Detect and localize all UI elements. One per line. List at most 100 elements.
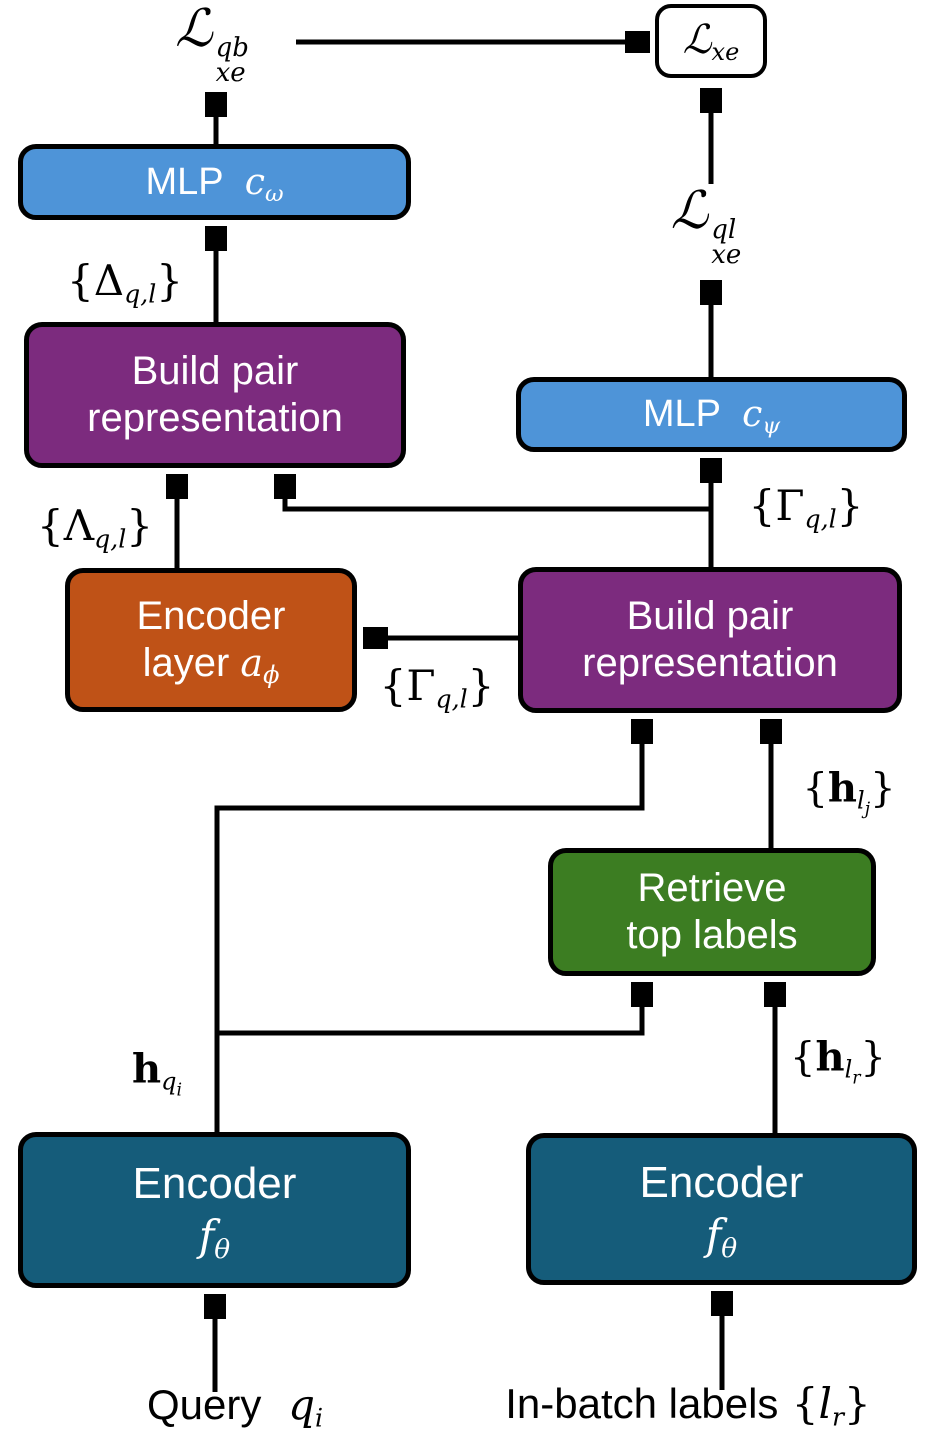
query-input-label: Query qi	[146, 1381, 323, 1431]
r-subsub: r	[852, 1068, 861, 1089]
open-brace: {	[802, 765, 828, 812]
loss-qb-sub: xe	[215, 57, 246, 88]
open-brace: {	[748, 481, 776, 530]
pair-bottom-line2: representation	[582, 641, 838, 685]
pair-bottom-box: Build pair representation	[518, 567, 902, 713]
open-brace: {	[791, 1379, 819, 1428]
retrieve-line2: top labels	[626, 913, 798, 957]
pair-bottom-line1: Build pair	[626, 593, 794, 638]
pair-top-box: Build pair representation	[24, 322, 406, 468]
loss-xe-text: ℒxe	[683, 17, 740, 64]
close-brace: }	[860, 1034, 886, 1081]
h-vector: h	[132, 1045, 162, 1093]
omega-sub: ω	[264, 180, 284, 207]
mlp-omega-box: MLP cω	[18, 144, 411, 220]
encoder-layer-box: Encoder layer aϕ	[65, 568, 357, 712]
lambda-sub: q,l	[94, 524, 127, 554]
l-sub: l	[857, 786, 865, 815]
gamma-set-left-label: {Γq,l}	[380, 665, 495, 712]
arrow-encquery-to-pairbottom	[214, 723, 642, 1132]
gamma-symbol: Γ	[406, 661, 436, 710]
h-qi-label: hqi	[132, 1049, 182, 1099]
query-text: Query	[146, 1381, 262, 1428]
h-lj-label: {hlj}	[802, 765, 896, 818]
delta-set-label: {Δq,l}	[67, 260, 183, 307]
i-subsub: i	[176, 1080, 182, 1101]
close-brace: }	[844, 1379, 871, 1428]
phi-sub: ϕ	[263, 661, 280, 690]
lambda-symbol: Λ	[63, 501, 95, 550]
open-brace: {	[379, 661, 407, 710]
script-L: ℒ	[670, 180, 709, 241]
c-var: c	[244, 160, 265, 203]
h-lr-sub: lr	[844, 1055, 861, 1088]
h-lr-label: {hlr}	[790, 1034, 886, 1087]
loss-ql-sup: ql	[711, 214, 737, 245]
retrieve-box: Retrieve top labels	[548, 848, 876, 976]
h-vector: h	[827, 764, 858, 812]
delta-sub: q,l	[124, 279, 157, 309]
retrieve-line1: Retrieve	[637, 865, 787, 910]
gamma-set-right-label: {Γq,l}	[749, 485, 864, 532]
theta-sub: θ	[214, 1233, 231, 1265]
pair-top-line2: representation	[87, 396, 343, 440]
gamma-symbol: Γ	[775, 481, 805, 530]
encoder-layer-line1: Encoder	[136, 593, 286, 638]
open-brace: {	[37, 501, 64, 550]
mlp-omega-text: MLP cω	[145, 160, 283, 205]
pair-top-line1: Build pair	[131, 348, 299, 393]
c-var: c	[742, 393, 763, 436]
close-brace: }	[126, 501, 153, 550]
f-var: f	[198, 1211, 215, 1260]
loss-xe-box: ℒxe	[655, 4, 767, 78]
gamma-sub: q,l	[435, 684, 468, 714]
layer-label: layer	[142, 641, 230, 685]
lambda-set-label: {Λq,l}	[37, 505, 153, 552]
mlp-label: MLP	[145, 160, 224, 203]
encoder-labels-line2: fθ	[705, 1209, 738, 1264]
h-qi-sub: qi	[161, 1067, 182, 1100]
encoder-query-line1: Encoder	[132, 1159, 297, 1209]
close-brace: }	[836, 481, 864, 530]
l-sub: l	[844, 1055, 853, 1084]
mlp-label: MLP	[642, 393, 721, 436]
close-brace: }	[156, 256, 183, 305]
loss-ql-sub: xe	[711, 239, 742, 270]
encoder-query-box: Encoder fθ	[18, 1132, 411, 1288]
i-sub: i	[314, 1403, 324, 1433]
script-L: ℒ	[682, 17, 712, 64]
h-lj-sub: lj	[857, 786, 870, 819]
f-var: f	[705, 1210, 722, 1259]
encoder-labels-line1: Encoder	[639, 1158, 804, 1208]
mlp-psi-box: MLP cψ	[516, 377, 907, 452]
q-var: q	[288, 1380, 315, 1429]
delta-symbol: Δ	[93, 256, 125, 305]
encoder-query-line2: fθ	[198, 1210, 231, 1265]
encoder-labels-box: Encoder fθ	[526, 1133, 917, 1285]
inbatch-input-label: In-batch labels {lr}	[505, 1383, 870, 1430]
loss-qb-sup: qb	[215, 32, 249, 63]
psi-sub: ψ	[762, 412, 781, 439]
j-subsub: j	[864, 799, 871, 820]
encoder-layer-line2: layer aϕ	[143, 640, 280, 687]
open-brace: {	[790, 1034, 816, 1081]
arrow-hq-branch-to-retrieve	[217, 986, 642, 1036]
theta-sub: θ	[721, 1232, 738, 1264]
r-sub: r	[831, 1402, 845, 1432]
close-brace: }	[467, 661, 495, 710]
h-vector: h	[815, 1033, 845, 1081]
a-var: a	[240, 641, 264, 685]
mlp-psi-text: MLP cψ	[643, 392, 780, 437]
arrow-gamma-branch-to-pairtop	[285, 478, 712, 512]
q-sub: q	[161, 1067, 177, 1096]
loss-xe-sub: xe	[711, 38, 740, 67]
close-brace: }	[870, 765, 896, 812]
open-brace: {	[67, 256, 94, 305]
gamma-sub: q,l	[804, 504, 837, 534]
